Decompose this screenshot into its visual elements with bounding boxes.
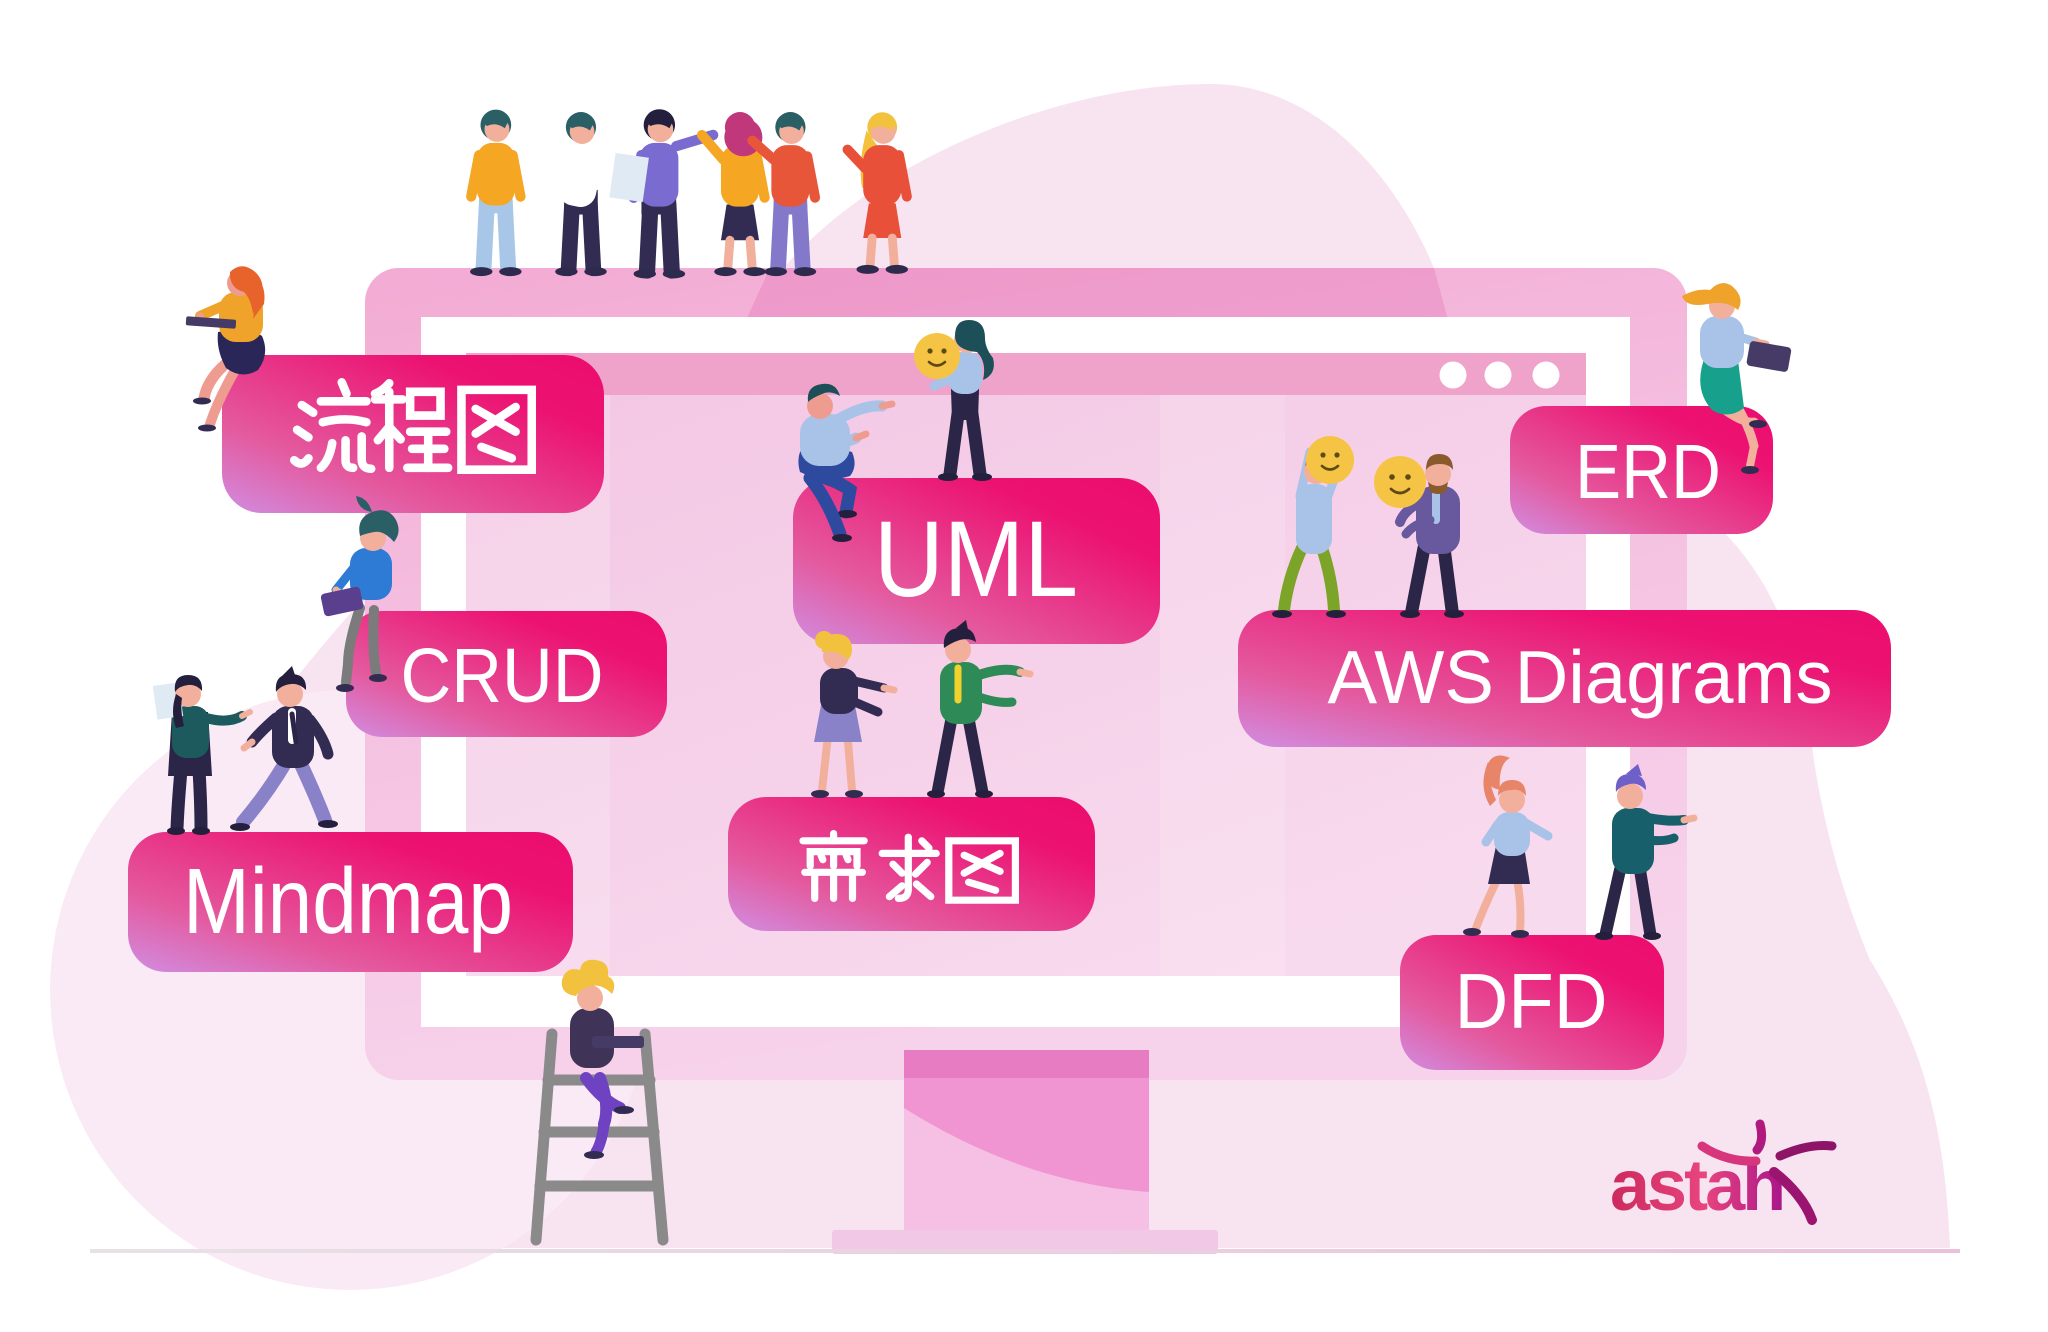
svg-text:Mindmap: Mindmap (183, 849, 513, 953)
svg-text:UML: UML (874, 498, 1078, 619)
svg-text:DFD: DFD (1455, 957, 1608, 1045)
svg-text:CRUD: CRUD (401, 633, 604, 719)
svg-text:AWS Diagrams: AWS Diagrams (1328, 635, 1833, 719)
svg-text:ERD: ERD (1575, 429, 1721, 515)
